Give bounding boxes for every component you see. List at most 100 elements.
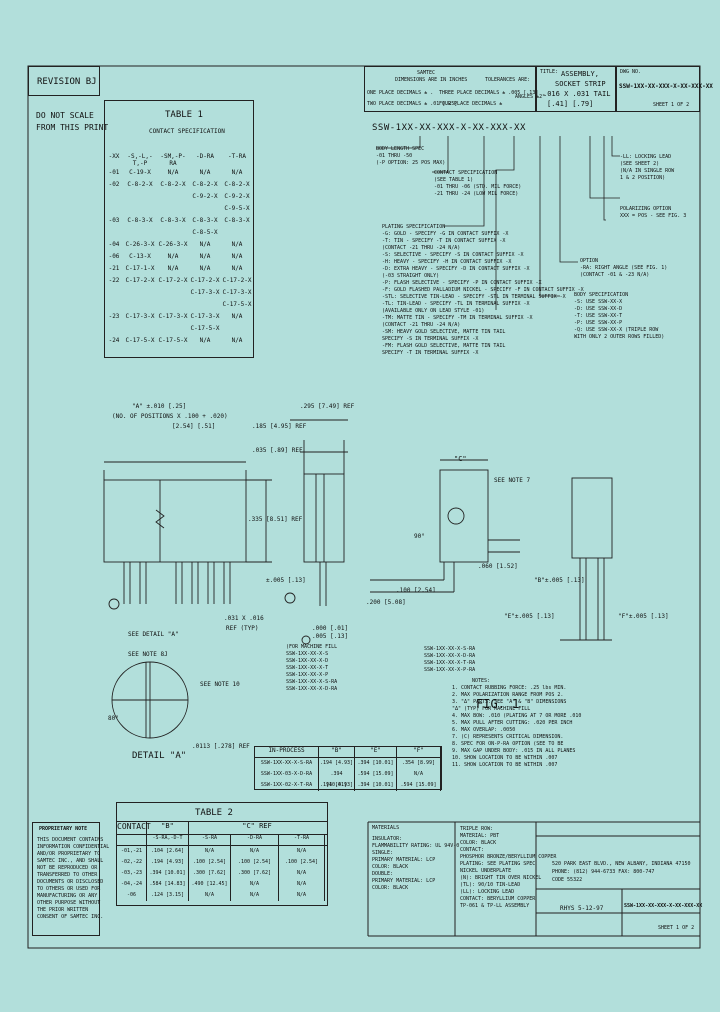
in-process-header-cell: "E" bbox=[355, 747, 397, 757]
proprietary-line: TO OTHERS OR USED FOR bbox=[37, 886, 101, 892]
table1-cell: -04 bbox=[108, 241, 120, 248]
note-item: 4. MAX BOW: .010 (PLATING AT 7 OR MORE .… bbox=[452, 713, 582, 719]
proprietary-line: THIS DOCUMENT CONTAINS bbox=[37, 837, 104, 843]
title-line3: .016 X .031 TAIL bbox=[543, 90, 611, 98]
materials-right-line: PHOSPHOR BRONZE/BERYLLIUM COPPER bbox=[460, 854, 557, 860]
tolerance-line2: TOLERANCES ARE: bbox=[485, 77, 531, 83]
title-line2: SOCKET STRIP bbox=[555, 80, 606, 88]
table1-cell: -06 bbox=[108, 253, 120, 260]
table1-cell: C-9-2-X bbox=[192, 193, 218, 200]
part-code: SSW-1XX-XX-XXX-X-XX-XXX-XX bbox=[372, 123, 526, 133]
table2-cell: .100 [2.54] bbox=[189, 857, 231, 868]
materials-right-line: CONTACT: BERYLLIUM COPPER bbox=[460, 896, 536, 902]
materials-left-line: FLAMMABILITY RATING: UL 94V-0 bbox=[372, 843, 460, 849]
see-detail-a: SEE DETAIL "A" bbox=[128, 631, 179, 638]
table1-cell: N/A bbox=[199, 337, 211, 344]
table2-header-cell: -D-RA bbox=[231, 835, 279, 845]
dim-a-pitch: [2.54] [.51] bbox=[172, 423, 216, 430]
in-process-cell: .594 [15.09] bbox=[397, 780, 441, 791]
see-note-8j: SEE NOTE 8J bbox=[128, 651, 168, 658]
table1-cell: N/A bbox=[199, 253, 211, 260]
table2-cell: .300 [7.62] bbox=[231, 868, 279, 879]
front-view-body bbox=[103, 479, 247, 563]
dim-e-tol: "E"±.005 [.13] bbox=[504, 613, 555, 620]
table1-cell: C-8-2-X bbox=[224, 181, 250, 188]
materials-right-line: COLOR: BLACK bbox=[460, 840, 497, 846]
table1-cell: C-13-X bbox=[129, 253, 151, 260]
table1-cell: N/A bbox=[231, 253, 243, 260]
table1-row: C-17-5-X bbox=[105, 301, 253, 313]
plating-line: -T: TIN - SPECIFY -T IN CONTACT SUFFIX -… bbox=[382, 238, 506, 244]
in-process-cell: .394 [10.01] bbox=[355, 758, 397, 769]
materials-left-line: COLOR: BLACK bbox=[372, 864, 409, 870]
in-process-cell: SSW-1XX-02-X-T-RA bbox=[255, 780, 319, 791]
plating-line: PLATING SPECIFICATION bbox=[382, 224, 446, 230]
note-item: 5. MAX PULL AFTER CUTTING: .020 PER INCH bbox=[452, 720, 573, 726]
materials-left-line: PRIMARY MATERIAL: LCP bbox=[372, 857, 436, 863]
tolerance-company: SAMTEC bbox=[417, 70, 436, 76]
table1-cell: -24 bbox=[108, 337, 120, 344]
polarizing-line: XXX = POS - SEE FIG. 3 bbox=[620, 213, 687, 219]
table2-header-cell: -S-RA bbox=[189, 835, 231, 845]
table1-cell: C-26-3-X bbox=[158, 241, 188, 248]
machine-fill-line: SSW-1XX-XX-X-T bbox=[286, 665, 329, 671]
dim-c: "C" bbox=[454, 455, 467, 463]
table2-header-cell: -T-RA bbox=[279, 835, 325, 845]
rightmost-view-body bbox=[571, 477, 613, 559]
table2-cell: .100 [2.54] bbox=[279, 857, 325, 868]
proprietary-line: MANUFACTURING OR ANY bbox=[37, 893, 98, 899]
in-process-row: SSW-1XX-02-X-T-RA.194 [4.93].394 [10.01]… bbox=[255, 780, 441, 791]
table1-cell: C-17-5-X bbox=[222, 301, 252, 308]
table2-header-top: CONTACT"B""C" REF bbox=[117, 821, 327, 834]
proprietary-line: OTHER PURPOSE WITHOUT bbox=[37, 900, 101, 906]
table2-cell: -02,-22 bbox=[117, 857, 147, 868]
dwg-sheet: SHEET 1 OF 2 bbox=[653, 102, 690, 108]
body-spec-line: WITH ONLY 2 OUTER ROWS FILLED) bbox=[574, 334, 665, 340]
table1-cell: C-8-3-X bbox=[160, 217, 186, 224]
angle-90: 90° bbox=[414, 533, 425, 540]
note-item: "Δ" (TYP) FOR MACHINE FILL bbox=[452, 706, 531, 712]
table1-cell: C-19-X bbox=[129, 169, 151, 176]
proprietary-line: NOT BE REPRODUCED OR bbox=[37, 865, 98, 871]
note-item: 11. SHOW LOCATION TO BE WITHIN .007 bbox=[452, 762, 558, 768]
plating-line: (AVAILABLE ONLY ON LEAD STYLE -01) bbox=[382, 308, 485, 314]
table1-cell: C-9-5-X bbox=[224, 205, 250, 212]
plating-line: -STL: SELECTIVE TIN-LEAD - SPECIFY -STL … bbox=[382, 294, 566, 300]
table2-header-cell: "B" bbox=[147, 822, 189, 834]
body-spec-line: -T: USE SSW-XX-T bbox=[574, 313, 623, 319]
tolerance-line1: DIMENSIONS ARE IN INCHES bbox=[395, 77, 468, 83]
plating-line: -H: HEAVY - SPECIFY -H IN CONTACT SUFFIX… bbox=[382, 259, 512, 265]
proprietary-line: TRANSFERRED TO OTHER bbox=[37, 872, 98, 878]
plating-line: -G: GOLD - SPECIFY -G IN CONTACT SUFFIX … bbox=[382, 231, 509, 237]
machine-fill-line: SSW-1XX-XX-X-D-RA bbox=[286, 686, 338, 692]
plating-line: -D: EXTRA HEAVY - SPECIFY -D IN CONTACT … bbox=[382, 266, 530, 272]
table1-cell: C-17-5-X bbox=[125, 337, 155, 344]
materials-left-line: COLOR: BLACK bbox=[372, 885, 409, 891]
note-item: 9. MAX GAP UNDER BODY: .015 IN ALL PLANE… bbox=[452, 748, 576, 754]
dim-f-tol: "F"±.005 [.13] bbox=[618, 613, 669, 620]
table1-cell: C-17-2-X bbox=[222, 277, 252, 284]
table1-cell: C-17-1-X bbox=[125, 265, 155, 272]
title-label: TITLE: bbox=[540, 69, 559, 75]
body-length-line: -01 THRU -50 bbox=[376, 153, 413, 159]
table1-cell: N/A bbox=[199, 169, 211, 176]
table1-subtitle: CONTACT SPECIFICATION bbox=[149, 128, 225, 135]
body-spec-line: -S: USE SSW-XX-X bbox=[574, 299, 623, 305]
callout-contact-spec: CONTACT SPECIFICATION(SEE TABLE 1)-01 TH… bbox=[434, 170, 521, 198]
ra-variant-line: SSW-1XX-XX-X-S-RA bbox=[424, 646, 476, 652]
note-item: 8. SPEC FOR ON-P-RA OPTION (SEE TO BE bbox=[452, 741, 564, 747]
callout-body-length: BODY LENGTH SPEC-01 THRU -50(-P OPTION: … bbox=[376, 146, 445, 167]
dim-031: .031 X .016 bbox=[224, 615, 264, 622]
table2-cell: N/A bbox=[231, 846, 279, 857]
body-spec-line: -D: USE SSW-XX-D bbox=[574, 306, 623, 312]
dim-035: .035 [.89] REF bbox=[252, 447, 303, 454]
